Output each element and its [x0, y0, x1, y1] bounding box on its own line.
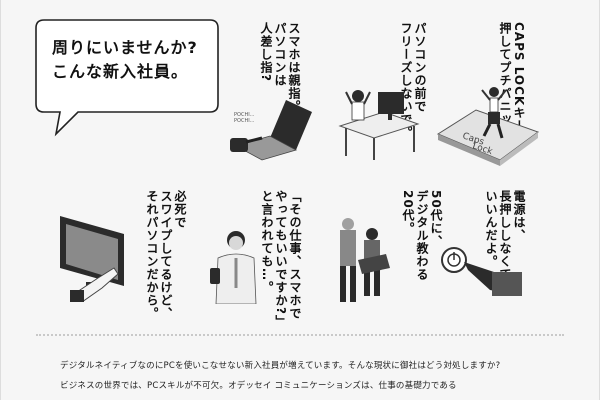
bubble-headline: 周りにいませんか? こんな新入社員。 — [52, 36, 202, 84]
power-button-illustration — [441, 247, 522, 296]
panel-that-job-line-2: やってもいいですか?」 — [274, 190, 288, 328]
monitor-swipe-illustration — [60, 216, 124, 302]
caps-lock-key-illustration: Caps Lock — [436, 87, 540, 166]
panel-that-job-text: 「その仕事、スマホで やってもいいですか?」 と言われても…。 — [260, 190, 302, 328]
bubble-line-1: 周りにいませんか? — [52, 38, 198, 57]
fifties-two-men-illustration — [340, 218, 390, 302]
panel-that-job-line-3: と言われても…。 — [260, 190, 274, 294]
panel-smartphone-line-3: 人差し指? — [259, 22, 273, 82]
panel-swipe-line-1: 必死で — [173, 190, 187, 229]
footer-line-2: ビジネスの世界では、PCスキルが不可欠。オデッセイ コミュニケーションズは、仕事… — [60, 381, 457, 391]
panel-swipe-line-2: スワイプしてるけど、 — [159, 190, 173, 320]
speech-bubble-shape — [35, 19, 219, 137]
panel-caps-lock-line-1: CAPS LOCKキーを — [512, 22, 526, 146]
panel-freeze-line-1: パソコンの前で — [413, 22, 427, 113]
panel-fifties-line-2: デジタル教わる — [415, 190, 429, 281]
panel-fifties-line-3: 20代。 — [401, 190, 415, 235]
panel-that-job-line-1: 「その仕事、スマホで — [288, 190, 302, 320]
speech-bubble: 周りにいませんか? こんな新入社員。 — [34, 18, 220, 138]
footer-line-1: デジタルネイティブなのにPCを使いこなせない新入社員が増えています。そんな現状に… — [60, 361, 501, 371]
panel-swipe-text: 必死で スワイプしてるけど、 それパソコンだから。 — [145, 190, 187, 320]
bubble-line-2: こんな新入社員。 — [52, 62, 189, 81]
man-with-phone-illustration — [210, 231, 257, 304]
panel-power-text: 電源は、 長押ししなくて いいんだよ。 — [484, 190, 526, 281]
panel-power-line-2: 長押ししなくて — [498, 190, 512, 281]
panel-smartphone-line-1: スマホは親指。 — [287, 22, 301, 113]
panel-smartphone-text: スマホは親指。 パソコンは 人差し指? — [259, 22, 301, 113]
panel-fifties-text: 50代に、 デジタル教わる 20代。 — [401, 190, 443, 281]
panel-smartphone-line-2: パソコンは — [273, 22, 287, 87]
panel-power-line-3: いいんだよ。 — [484, 190, 498, 268]
freeze-desk-illustration — [338, 90, 420, 160]
dotted-divider — [36, 334, 564, 336]
panel-fifties-line-1: 50代に、 — [429, 190, 443, 248]
panel-power-line-1: 電源は、 — [512, 190, 526, 242]
laptop-finger-illustration — [230, 100, 312, 161]
pochi-sound-text: POCHI... POCHI... — [234, 112, 255, 124]
panel-swipe-line-3: それパソコンだから。 — [145, 190, 159, 320]
